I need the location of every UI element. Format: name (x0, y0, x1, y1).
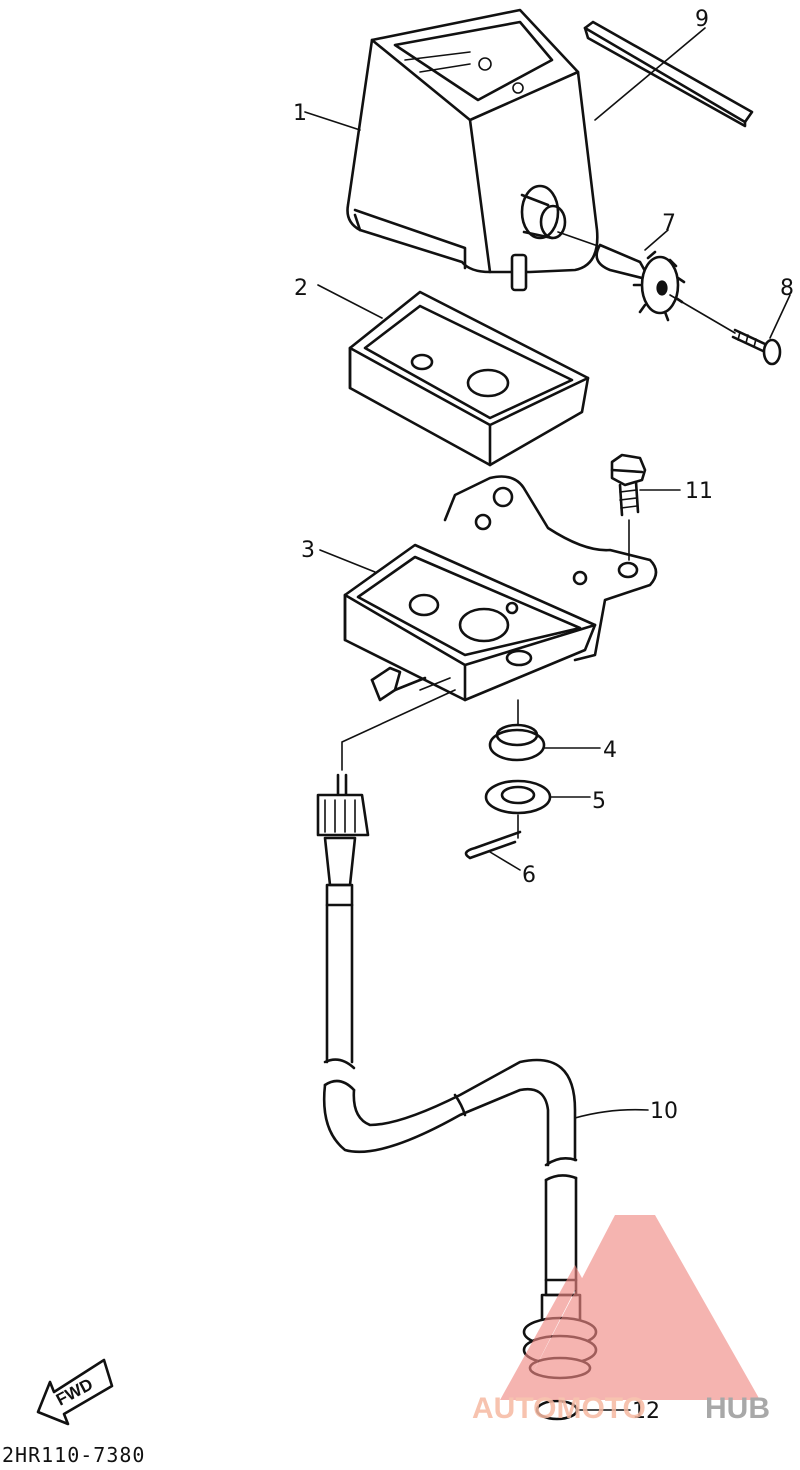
part-5-washer (484, 779, 552, 815)
callout-4: 4 (603, 738, 617, 763)
callout-labels: 1 2 3 4 5 6 7 8 9 10 11 12 (293, 7, 794, 1424)
callout-7: 7 (662, 211, 676, 236)
callout-10: 10 (650, 1099, 678, 1124)
callout-8: 8 (780, 276, 794, 301)
part-8-screw (669, 294, 782, 366)
callout-1: 1 (293, 101, 307, 126)
callout-3: 3 (301, 538, 315, 563)
fwd-arrow: FWD (36, 1358, 114, 1426)
watermark: AUTOMOTO HUB (472, 1215, 770, 1425)
part-7-drive-gear (557, 231, 686, 322)
callout-2: 2 (294, 276, 308, 301)
part-4-grommet (488, 699, 546, 762)
callout-12: 12 (632, 1399, 660, 1424)
watermark-text-hub: HUB (705, 1392, 770, 1425)
part-2-rubber-tray (348, 290, 590, 467)
callout-11: 11 (685, 479, 713, 504)
callout-6: 6 (522, 863, 536, 888)
part-11-bolt (610, 453, 647, 561)
diagram-code: 2HR110-7380 (2, 1443, 145, 1467)
part-3-bracket (343, 475, 658, 702)
part-9-strip (583, 20, 754, 128)
part-6-clip (464, 814, 522, 860)
watermark-logo (500, 1215, 760, 1400)
part-12-o-ring (535, 1399, 579, 1421)
callout-9: 9 (695, 7, 709, 32)
part-10-meter-cable (316, 689, 598, 1380)
watermark-text-auto: AUTOMOTO (472, 1392, 646, 1425)
leader-lines (304, 27, 791, 1411)
callout-5: 5 (592, 789, 606, 814)
part-1-meter-body (346, 8, 599, 292)
